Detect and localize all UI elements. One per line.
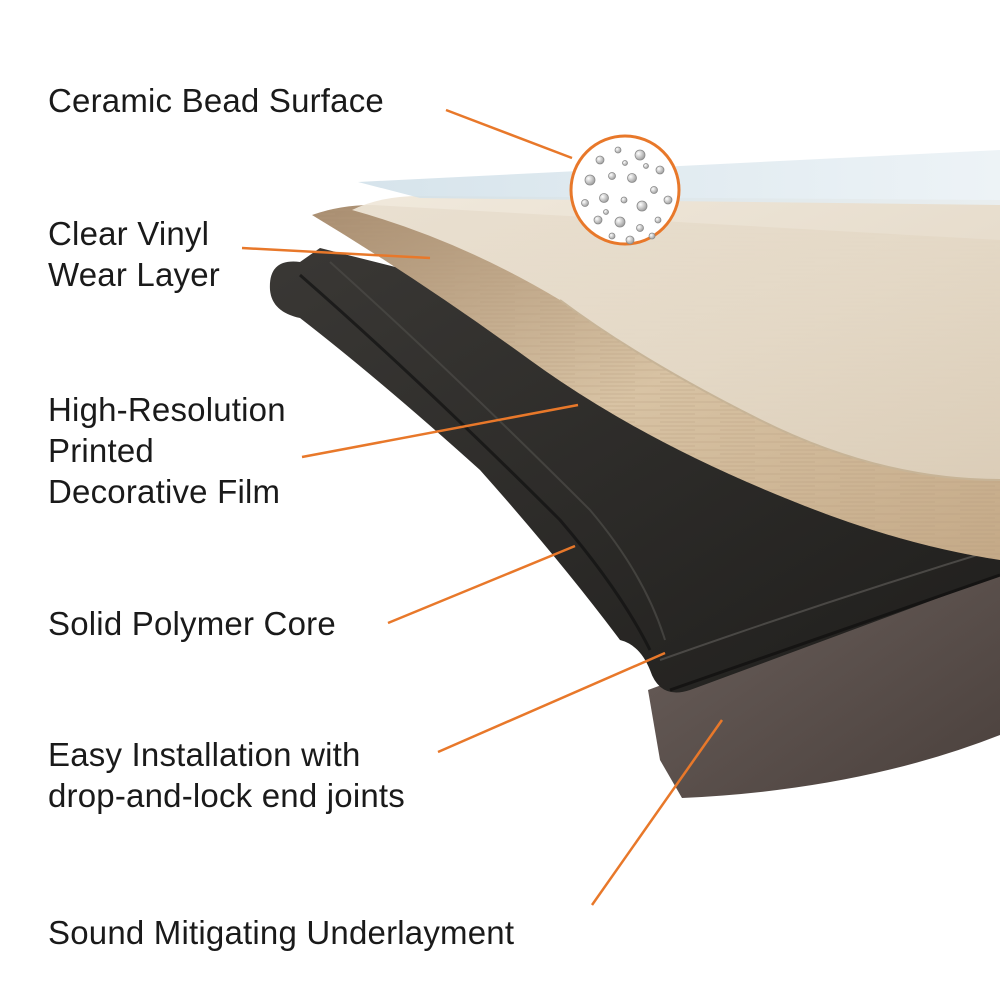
leader-film bbox=[301, 403, 579, 459]
core-groove-line bbox=[329, 261, 666, 641]
label-solid-polymer-core: Solid Polymer Core bbox=[48, 603, 336, 644]
label-sound-underlayment: Sound Mitigating Underlayment bbox=[48, 912, 514, 953]
label-clear-vinyl-wear-layer: Clear Vinyl Wear Layer bbox=[48, 213, 220, 295]
leader-ceramic bbox=[445, 108, 573, 160]
leader-install bbox=[437, 651, 666, 754]
label-easy-installation: Easy Installation with drop-and-lock end… bbox=[48, 734, 405, 816]
leader-core bbox=[387, 544, 576, 625]
label-line: Easy Installation with bbox=[48, 736, 361, 773]
leader-wear bbox=[241, 246, 431, 260]
label-ceramic-bead-surface: Ceramic Bead Surface bbox=[48, 80, 384, 121]
label-line: High-Resolution bbox=[48, 391, 286, 428]
core-groove-line bbox=[299, 273, 652, 651]
ceramic-bead-magnifier bbox=[569, 134, 681, 246]
wear-layer-edge bbox=[559, 299, 1000, 481]
label-line: Printed bbox=[48, 432, 154, 469]
polymer-core-layer bbox=[269, 248, 1000, 693]
label-line: drop-and-lock end joints bbox=[48, 777, 406, 814]
underlayment-layer bbox=[648, 560, 1000, 798]
label-line: Clear Vinyl bbox=[48, 215, 210, 252]
label-line: Sound Mitigating Underlayment bbox=[48, 914, 515, 951]
leader-lines bbox=[241, 108, 724, 906]
wear-layer bbox=[352, 196, 1000, 480]
label-line: Wear Layer bbox=[48, 256, 220, 293]
label-decorative-film: High-Resolution Printed Decorative Film bbox=[48, 389, 286, 512]
label-line: Decorative Film bbox=[48, 473, 281, 510]
label-line: Solid Polymer Core bbox=[48, 605, 336, 642]
leader-underlayment bbox=[590, 719, 724, 906]
core-edge-line bbox=[669, 573, 1000, 692]
core-edge-line bbox=[659, 547, 1000, 661]
label-line: Ceramic Bead Surface bbox=[48, 82, 384, 119]
